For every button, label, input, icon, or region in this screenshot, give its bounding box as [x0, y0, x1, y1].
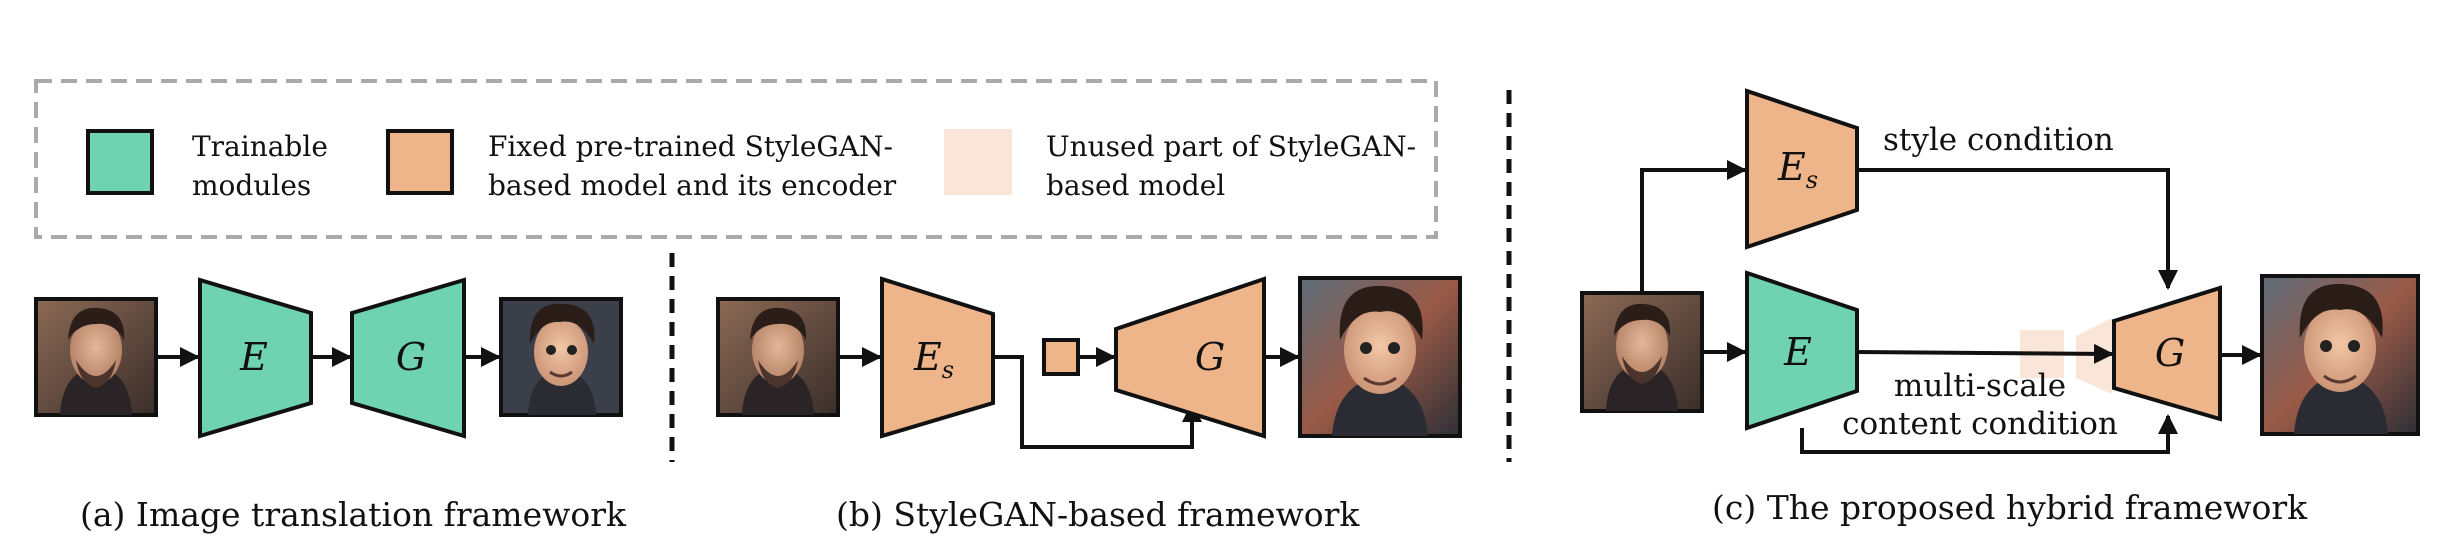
arrow-c-content: [1856, 343, 2114, 364]
legend-trainable-line2: modules: [192, 169, 311, 202]
latent-code-box: [1042, 338, 1080, 376]
arrow-b-skip: [993, 355, 1202, 449]
legend-trainable-line1: Trainable: [192, 130, 328, 163]
style-encoder-trapezoid-b: [880, 276, 995, 439]
face-photo-input-b: [716, 297, 840, 417]
legend-swatch-fixed: [386, 129, 454, 195]
caption-c: (c) The proposed hybrid framework: [1712, 488, 2308, 527]
caption-b: (b) StyleGAN-based framework: [836, 495, 1360, 534]
multiscale-label-line1: multi-scale: [1894, 368, 2066, 404]
style-encoder-trapezoid-c: [1745, 88, 1859, 250]
arrow-c-style-branch: [1640, 160, 1747, 293]
encoder-trapezoid-a: [198, 277, 313, 439]
unused-trapezoid: [2076, 318, 2112, 394]
generator-label-c: G: [2155, 331, 2185, 375]
legend-swatch-unused: [944, 129, 1012, 195]
encoder-label-a: E: [239, 335, 268, 379]
legend-unused-line1: Unused part of StyleGAN-: [1046, 130, 1416, 163]
encoder-trapezoid-c: [1745, 270, 1859, 431]
face-photo-input-a: [34, 297, 158, 417]
face-photo-input-c: [1580, 291, 1704, 413]
generator-label-a: G: [396, 335, 426, 379]
generator-label-b: G: [1195, 335, 1225, 379]
cartoon-face-output-a: [499, 297, 623, 417]
legend-unused-line2: based model: [1046, 169, 1225, 202]
generator-trapezoid-c: [2112, 285, 2222, 422]
legend-fixed-line1: Fixed pre-trained StyleGAN-: [488, 130, 893, 163]
arrow-c-multiscale: [1800, 414, 2178, 454]
arrow-c-style-condition: [1857, 168, 2178, 290]
generator-trapezoid-a: [350, 277, 466, 439]
caption-a: (a) Image translation framework: [80, 495, 627, 534]
encoder-label-c: E: [1783, 330, 1812, 374]
generator-trapezoid-b: [1114, 276, 1266, 439]
style-encoder-label-b: Es: [913, 335, 954, 384]
style-condition-label: style condition: [1883, 122, 2114, 158]
cartoon-face-output-c: [2260, 274, 2420, 436]
multiscale-label-line2: content condition: [1842, 406, 2118, 442]
legend-box: [34, 79, 1438, 239]
legend-fixed-line2: based model and its encoder: [488, 169, 897, 202]
style-encoder-label-c: Es: [1777, 145, 1818, 194]
legend-swatch-trainable: [86, 129, 154, 195]
cartoon-face-output-b: [1298, 276, 1462, 438]
